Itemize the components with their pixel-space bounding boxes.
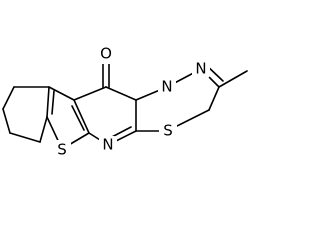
nitrogen-upper-atom-label: N — [161, 78, 172, 96]
sulfur-left-atom-label: S — [57, 141, 67, 159]
chemical-structure-diagram: O N N N S S — [2, 44, 248, 160]
oxygen-mask — [97, 44, 115, 64]
sulfur-right-mask — [159, 121, 177, 141]
bond-thiophene-1-inner — [51, 90, 55, 115]
sulfur-right-atom-label: S — [163, 122, 173, 140]
bond-cyclohexane-5 — [39, 116, 48, 143]
bond-pyrimidine-2 — [105, 86, 137, 101]
bond-pyrimidine-1 — [73, 86, 107, 101]
bond-cyclohexane-2 — [2, 86, 15, 110]
bond-thiophene-2 — [48, 86, 75, 101]
bond-cyclohexane-3 — [2, 108, 11, 134]
nitrogen-lower-mask — [99, 136, 117, 154]
bond-cyclohexane-4 — [9, 132, 41, 143]
atom-label-layer: O N N N S S — [57, 45, 206, 159]
nitrogen-ring-atom-label: N — [195, 60, 206, 78]
oxygen-atom-label: O — [100, 45, 112, 63]
nitrogen-ring-mask — [192, 60, 210, 78]
atom-mask-layer — [53, 44, 210, 160]
bond-thiophene-5 — [73, 99, 90, 134]
bond-thiophene-1 — [46, 86, 50, 118]
bond-thiadiazine-4 — [208, 86, 220, 111]
nitrogen-upper-mask — [158, 78, 176, 96]
bond-methyl — [218, 70, 248, 88]
sulfur-left-mask — [53, 140, 71, 160]
bond-thiophene-5-inner — [71, 105, 85, 131]
nitrogen-lower-atom-label: N — [102, 136, 113, 154]
bond-layer — [2, 55, 248, 150]
